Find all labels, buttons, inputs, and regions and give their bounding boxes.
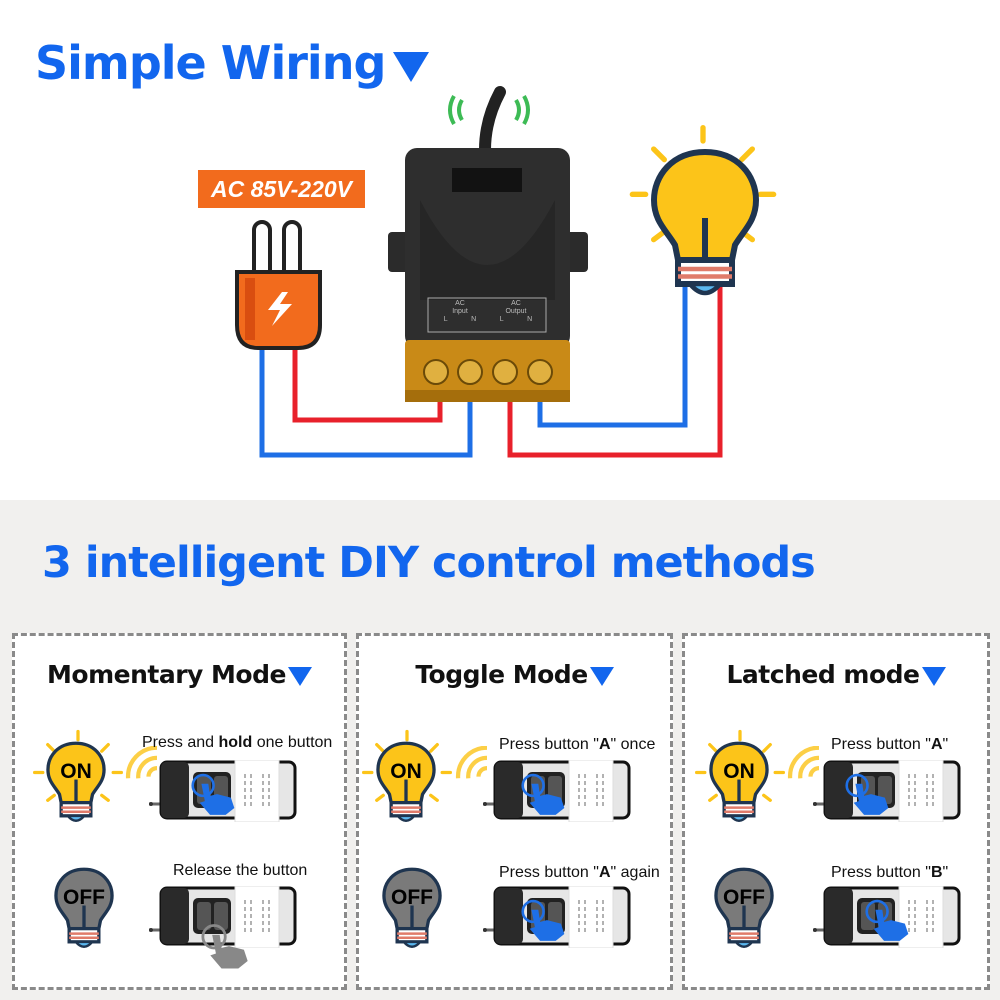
panel-title: Toggle Mode: [359, 660, 670, 689]
caption-on: Press and hold one button: [142, 734, 333, 751]
panel-toggle-mode: Toggle Mode ON Press button "A" once OFF…: [356, 633, 673, 990]
caption-on: Press button "A" once: [499, 736, 656, 753]
triangle-down-icon: [393, 51, 430, 82]
bulb-off-label: OFF: [723, 886, 765, 909]
relay-module: [388, 148, 588, 402]
live-wire-input: [292, 340, 443, 423]
hand-press-icon: [521, 899, 566, 943]
hand-press-icon: [845, 773, 890, 817]
plug-icon: [235, 220, 322, 350]
signal-waves-icon: [453, 746, 487, 780]
bulb-off-label: OFF: [391, 886, 433, 909]
page-title: Simple Wiring: [35, 36, 430, 90]
wiring-diagram: [235, 86, 1000, 458]
live-wire-output: [507, 285, 723, 458]
bulb-on-label: ON: [60, 760, 92, 783]
hand-press-icon: [191, 773, 236, 817]
hand-release-icon: [201, 924, 250, 970]
panel-title: Momentary Mode: [15, 660, 344, 689]
panel-title: Latched mode: [685, 660, 987, 689]
bulb-off-label: OFF: [63, 886, 105, 909]
caption-off: Press button "A" again: [499, 864, 660, 881]
bulb-on-label: ON: [390, 760, 422, 783]
page-title-text: Simple Wiring: [35, 36, 386, 90]
section-title: 3 intelligent DIY control methods: [42, 538, 816, 588]
triangle-down-icon: [921, 666, 946, 686]
bulb-on-label: ON: [723, 760, 755, 783]
light-bulb-icon: [654, 152, 756, 293]
caption-off: Press button "B": [831, 864, 949, 881]
triangle-down-icon: [589, 666, 614, 686]
neutral-wire-input: [259, 340, 473, 458]
caption-on: Press button "A": [831, 736, 949, 753]
panel-latched-mode: Latched mode ON Press button "A" OFF Pre…: [682, 633, 990, 990]
panel-momentary-mode: Momentary Mode ON Press and hold one but…: [12, 633, 347, 990]
hand-press-icon: [521, 773, 566, 817]
neutral-wire-output: [537, 285, 688, 428]
hand-press-icon: [865, 899, 910, 943]
voltage-badge: AC 85V-220V: [198, 170, 365, 208]
signal-icon: [448, 95, 530, 125]
caption-off: Release the button: [173, 862, 308, 879]
triangle-down-icon: [287, 666, 312, 686]
